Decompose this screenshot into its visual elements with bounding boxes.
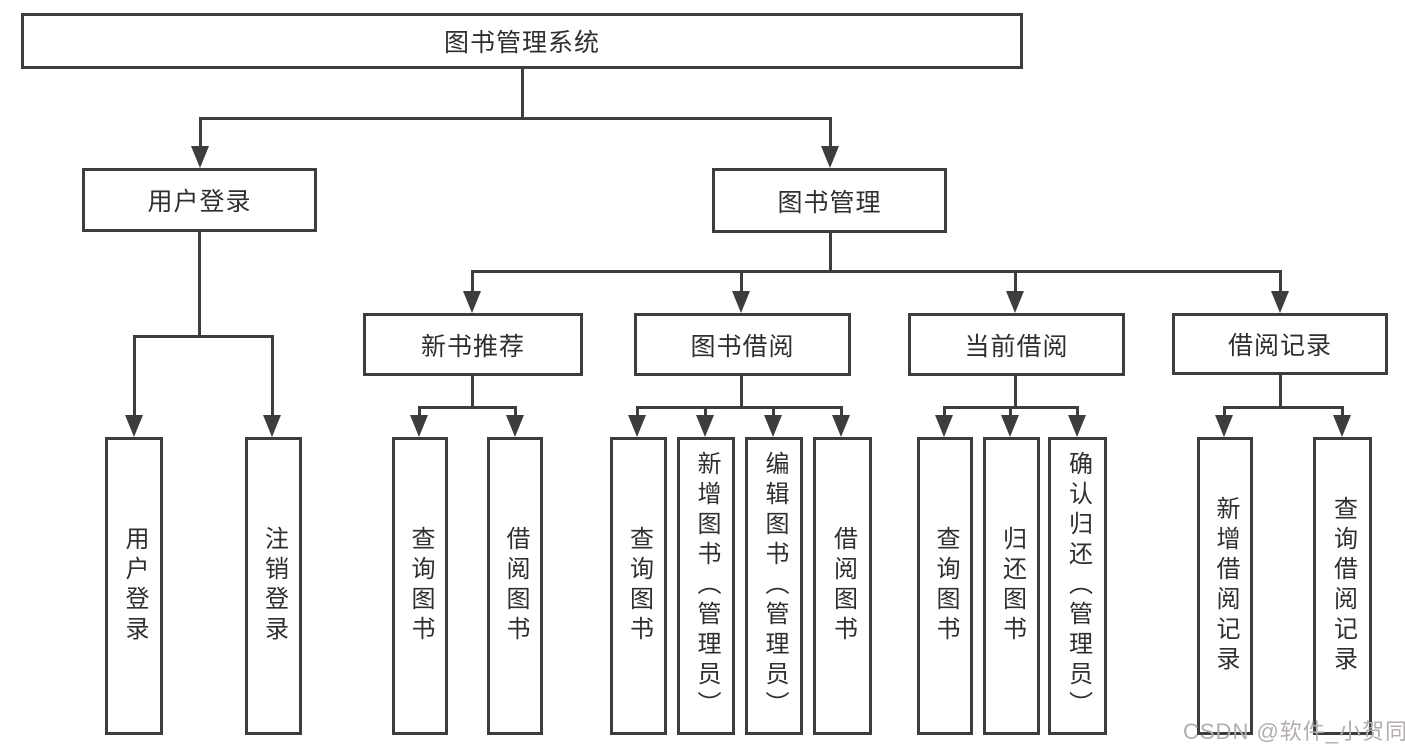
connector-user-login-rail [133, 335, 274, 338]
leaf-current-confirm-return-admin: 确认归还（管理员） [1048, 437, 1107, 735]
connector-user-login-trunk [198, 232, 201, 337]
arrowhead-new-book-leaf-2 [506, 415, 524, 437]
arrowhead-book-borrow-leaf-1 [628, 415, 646, 437]
connector-borrow-record-drop-1 [1223, 406, 1226, 418]
arrowhead-current-borrow-leaf-3 [1068, 415, 1086, 437]
leaf-user-login: 用户登录 [105, 437, 163, 735]
connector-level2-rail [199, 117, 832, 120]
arrowhead-new-book [463, 291, 481, 313]
leaf-label: 借阅图书 [502, 526, 529, 646]
leaf-label: 查询借阅记录 [1329, 496, 1357, 676]
node-new-book-recommend: 新书推荐 [363, 313, 583, 376]
node-borrow-records: 借阅记录 [1172, 313, 1388, 375]
leaf-label: 归还图书 [998, 526, 1026, 646]
arrowhead-book-mgmt [821, 146, 839, 168]
leaf-label: 查询图书 [625, 526, 653, 646]
node-book-management: 图书管理 [712, 168, 947, 233]
connector-new-book-drop-2 [514, 406, 517, 418]
connector-new-book-rail [418, 406, 517, 409]
leaf-record-add-record: 新增借阅记录 [1197, 437, 1253, 735]
arrowhead-book-borrow-leaf-2 [696, 415, 714, 437]
connector-borrow-record-trunk [1279, 375, 1282, 408]
connector-current-borrow-drop-2 [1009, 406, 1012, 418]
leaf-label: 注销登录 [260, 526, 288, 646]
leaf-borrow-query-book: 查询图书 [610, 437, 667, 735]
leaf-current-return-book: 归还图书 [983, 437, 1040, 735]
leaf-label: 查询图书 [932, 526, 959, 646]
connector-book-borrow-drop-2 [704, 406, 707, 418]
connector-level2-drop-user-login [199, 117, 202, 150]
leaf-borrow-borrow-book: 借阅图书 [813, 437, 872, 735]
connector-current-borrow-drop-3 [1076, 406, 1079, 418]
leaf-label: 新增图书（管理员） [693, 451, 720, 721]
leaf-current-query-book: 查询图书 [917, 437, 973, 735]
arrowhead-book-borrow-leaf-3 [764, 415, 782, 437]
arrowhead-book-borrow-leaf-4 [832, 415, 850, 437]
node-book-borrowing: 图书借阅 [634, 313, 851, 376]
arrowhead-new-book-leaf-1 [410, 415, 428, 437]
arrowhead-borrow-record-leaf-2 [1333, 415, 1351, 437]
connector-level3-drop-book-borrow [740, 270, 743, 295]
connector-book-mgmt-trunk [829, 233, 832, 272]
arrowhead-user-login-leaf-2 [263, 415, 281, 437]
connector-book-borrow-drop-3 [772, 406, 775, 418]
connector-borrow-record-drop-2 [1341, 406, 1344, 418]
arrowhead-borrow-record-leaf-1 [1215, 415, 1233, 437]
connector-book-borrow-drop-1 [636, 406, 639, 418]
connector-user-login-drop-1 [133, 335, 136, 419]
connector-new-book-drop-1 [418, 406, 421, 418]
node-current-borrowing: 当前借阅 [908, 313, 1125, 376]
connector-book-borrow-rail [636, 406, 843, 409]
connector-book-borrow-drop-4 [840, 406, 843, 418]
arrowhead-current-borrow-leaf-1 [935, 415, 953, 437]
connector-level3-drop-borrow-record [1279, 270, 1282, 295]
connector-root-trunk [521, 69, 524, 119]
connector-current-borrow-drop-1 [943, 406, 946, 418]
leaf-newbook-query-book: 查询图书 [392, 437, 448, 735]
leaf-label: 新增借阅记录 [1212, 496, 1239, 676]
arrowhead-book-borrow [732, 291, 750, 313]
connector-level2-drop-book-mgmt [829, 117, 832, 150]
connector-user-login-drop-2 [271, 335, 274, 419]
node-user-login: 用户登录 [82, 168, 317, 232]
leaf-label: 确认归还（管理员） [1064, 451, 1092, 721]
leaf-borrow-add-book-admin: 新增图书（管理员） [677, 437, 735, 735]
leaf-label: 查询图书 [407, 526, 434, 646]
arrowhead-current-borrow [1006, 291, 1024, 313]
connector-level3-rail [471, 270, 1282, 273]
csdn-watermark: CSDN @软件_小贺同学 [1183, 719, 1405, 744]
connector-current-borrow-trunk [1014, 375, 1017, 408]
arrowhead-user-login-leaf-1 [125, 415, 143, 437]
leaf-label: 编辑图书（管理员） [761, 451, 788, 721]
leaf-record-query-record: 查询借阅记录 [1313, 437, 1372, 735]
connector-level3-drop-new-book [471, 270, 474, 295]
connector-borrow-record-rail [1223, 406, 1344, 409]
arrowhead-user-login [191, 146, 209, 168]
node-library-system: 图书管理系统 [21, 13, 1023, 69]
leaf-label: 用户登录 [121, 526, 148, 646]
leaf-label: 借阅图书 [829, 526, 857, 646]
leaf-borrow-edit-book-admin: 编辑图书（管理员） [745, 437, 803, 735]
leaf-logout: 注销登录 [245, 437, 302, 735]
arrowhead-borrow-record [1271, 291, 1289, 313]
connector-book-borrow-trunk [740, 376, 743, 408]
connector-new-book-trunk [471, 376, 474, 408]
leaf-newbook-borrow-book: 借阅图书 [487, 437, 543, 735]
arrowhead-current-borrow-leaf-2 [1001, 415, 1019, 437]
connector-level3-drop-current-borrow [1014, 270, 1017, 295]
